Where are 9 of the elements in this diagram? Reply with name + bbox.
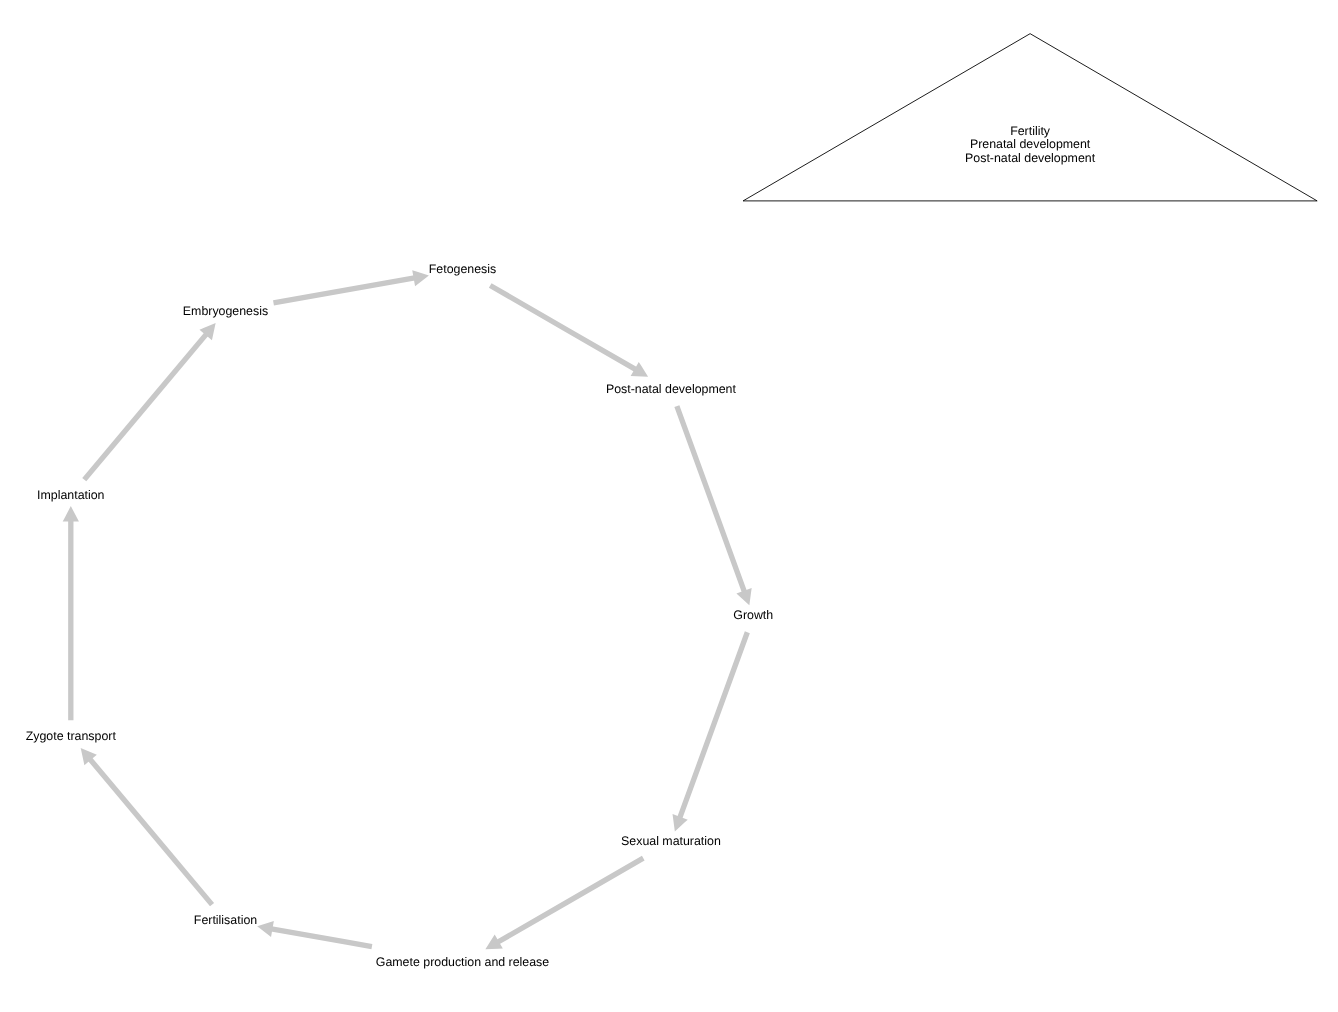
arrow bbox=[485, 855, 645, 950]
arrow bbox=[674, 405, 752, 606]
arrow bbox=[62, 506, 79, 721]
arrow bbox=[273, 270, 429, 306]
arrow bbox=[257, 921, 373, 950]
arrow bbox=[82, 323, 216, 482]
arrow bbox=[80, 748, 215, 907]
arrow bbox=[488, 283, 649, 377]
arrow bbox=[672, 631, 750, 832]
